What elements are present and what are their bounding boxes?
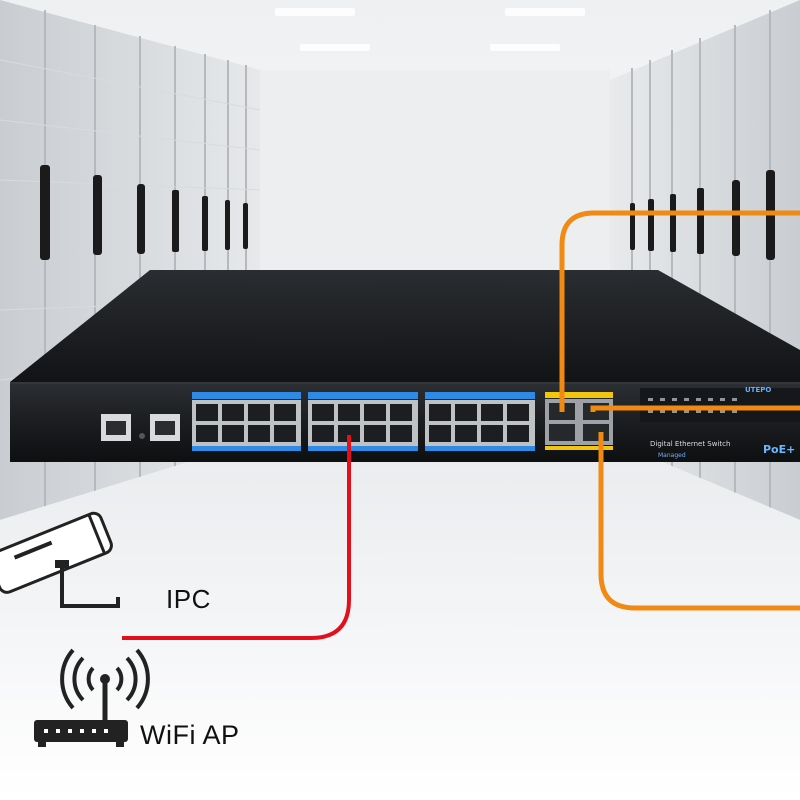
switch-poe-badge: PoE+ (763, 443, 796, 456)
ceiling-lights (275, 8, 585, 51)
orange-fiber-cable-bottom (598, 432, 800, 611)
switch-top-panel (10, 270, 800, 382)
rj45-port-block-3 (425, 392, 535, 451)
orange-fiber-cable-top (559, 210, 800, 412)
rj45-port-block-1 (192, 392, 301, 451)
reset-button (139, 433, 145, 439)
wifi-ap-label: WiFi AP (140, 720, 240, 750)
switch-management-text: Managed (658, 452, 686, 459)
red-ethernet-cable (122, 435, 351, 640)
rj45-port-block-2 (308, 392, 418, 451)
switch-brand-logo: UTEPO (745, 386, 772, 394)
status-led-panel (640, 388, 800, 422)
switch-model-text: Digital Ethernet Switch (650, 440, 731, 448)
orange-fiber-cable-middle (590, 405, 800, 412)
management-port (150, 414, 180, 441)
console-port (101, 414, 131, 441)
ipc-label: IPC (166, 584, 211, 614)
back-wall (260, 70, 610, 270)
